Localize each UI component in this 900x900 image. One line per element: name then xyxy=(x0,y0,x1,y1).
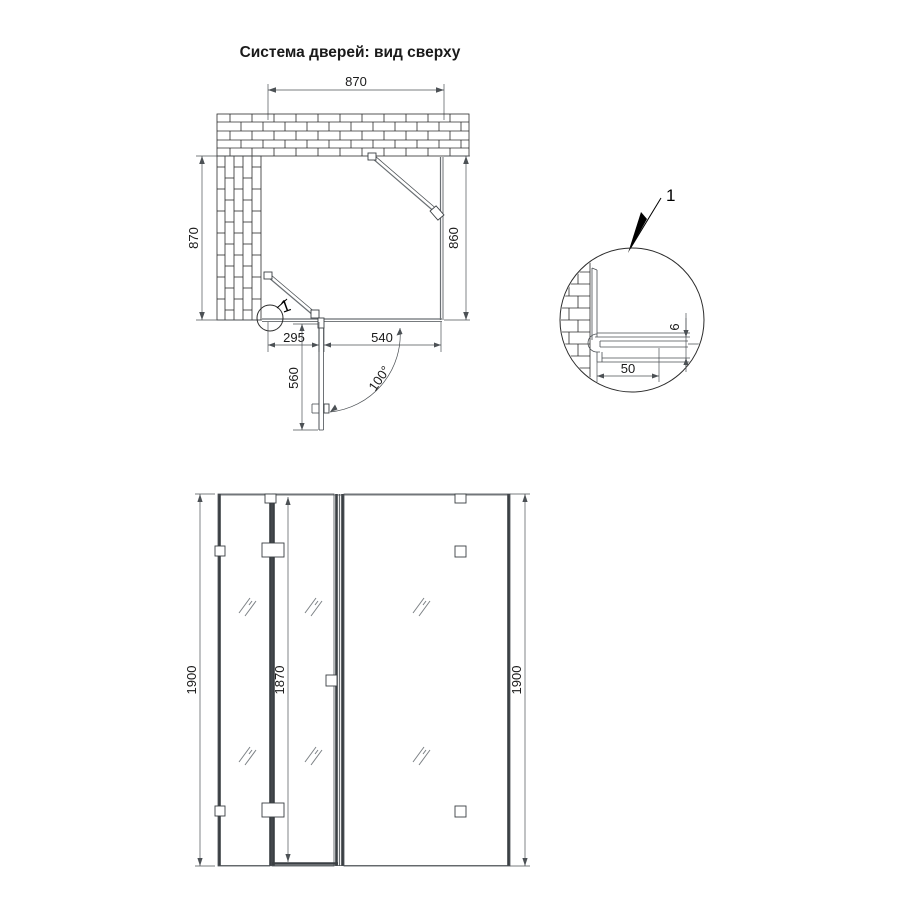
plan-open-door-leaf xyxy=(311,317,330,431)
detail-callout-label: 1 xyxy=(666,186,675,205)
plan-fixed-panel-right xyxy=(439,157,444,320)
detail-view-group: 1 xyxy=(559,186,705,393)
dimension-label-elev-left: 1900 xyxy=(184,666,199,695)
plan-door-leaf-upper xyxy=(367,152,445,221)
hinge-right-head xyxy=(454,493,467,504)
detail-wall-brick xyxy=(561,249,591,391)
hinge-right-bottom xyxy=(454,805,467,818)
drawing-title: Система дверей: вид сверху xyxy=(240,44,461,61)
detail-callout-leader: 1 xyxy=(628,186,675,253)
hinge-mid-bottom xyxy=(261,802,285,818)
dimension-label-plan-inner: 860 xyxy=(446,227,461,249)
elevation-hinges xyxy=(214,493,467,818)
dimension-label-detail-50: 50 xyxy=(621,361,635,376)
dimension-label-angle: 100° xyxy=(365,363,393,394)
wall-left-brick xyxy=(216,155,262,321)
dimension-elev-right-1900: 1900 xyxy=(509,493,530,867)
plan-callout-label: 1 xyxy=(278,296,293,317)
plan-detail-callout: 1 xyxy=(256,296,293,332)
dimension-label-elev-center: 1870 xyxy=(272,666,287,695)
detail-wall-profile xyxy=(587,267,703,363)
dimension-label-540: 540 xyxy=(371,330,393,345)
wall-top-brick xyxy=(216,113,470,157)
dimension-detail-50: 50 xyxy=(596,348,660,382)
dimension-plan-540: 540 xyxy=(323,322,442,352)
dimension-label-560: 560 xyxy=(286,367,301,389)
dimension-label-295: 295 xyxy=(283,330,305,345)
dimension-label-elev-right: 1900 xyxy=(509,666,524,695)
plan-fixed-panel-bottom xyxy=(262,318,442,322)
dimension-plan-width-870: 870 xyxy=(267,74,445,120)
dimension-plan-295: 295 xyxy=(267,322,320,352)
dimension-elev-left-1900: 1900 xyxy=(184,493,215,867)
dimension-plan-inner-860: 860 xyxy=(444,155,470,321)
hinge-left-top xyxy=(214,545,226,557)
elevation-view-group: 1900 1900 1870 xyxy=(184,493,530,867)
dimension-label-plan-depth: 870 xyxy=(186,227,201,249)
hinge-mid-top xyxy=(261,542,285,558)
elevation-glass-symbols xyxy=(238,597,431,766)
dimension-plan-560: 560 xyxy=(286,323,318,431)
hinge-left-bottom xyxy=(214,805,226,817)
dimension-elev-center-1870: 1870 xyxy=(272,497,291,862)
detail-contents xyxy=(561,249,703,391)
dimension-detail-6: 6 xyxy=(667,313,689,372)
plan-view-group: 870 xyxy=(186,74,470,431)
detail-circle xyxy=(559,247,705,393)
hinge-right-top xyxy=(454,545,467,558)
plan-door-handle xyxy=(311,403,330,414)
dimension-plan-depth-870: 870 xyxy=(186,155,262,321)
dimension-label-detail-6: 6 xyxy=(667,323,682,330)
plan-door-leaf-lower xyxy=(263,271,320,319)
elevation-door-handle[interactable] xyxy=(325,674,338,687)
dimension-label-plan-width: 870 xyxy=(345,74,367,89)
hinge-mid-head xyxy=(264,493,277,504)
